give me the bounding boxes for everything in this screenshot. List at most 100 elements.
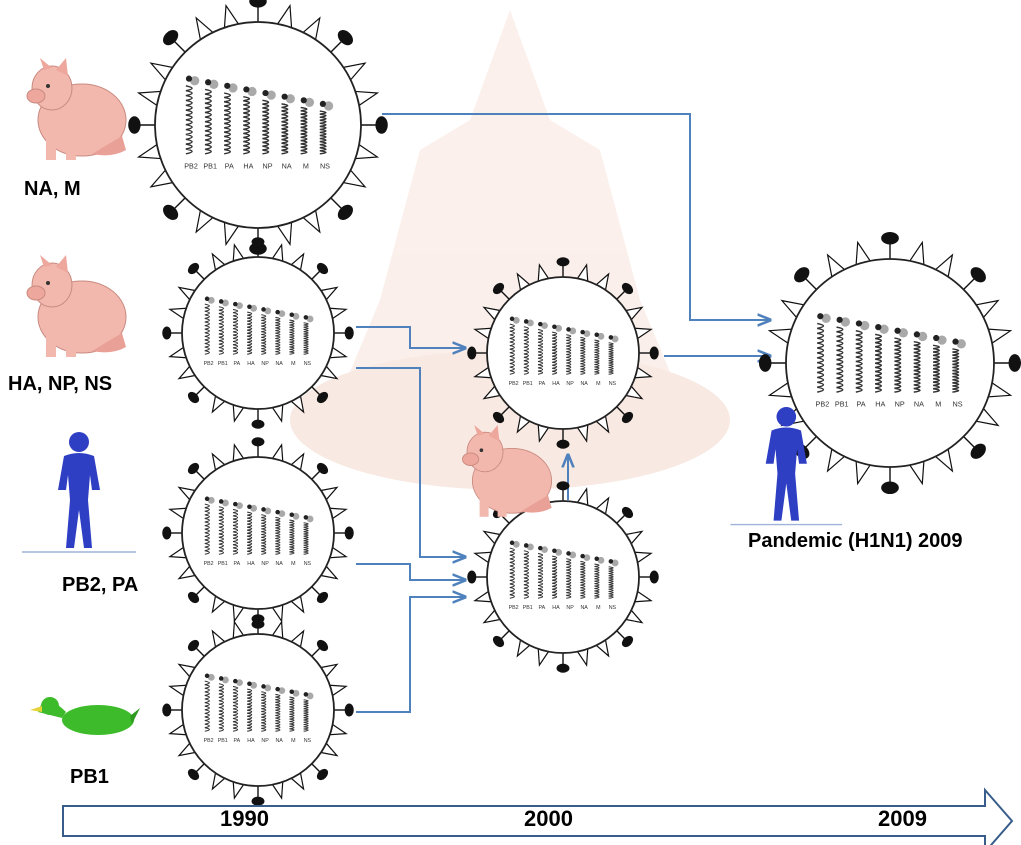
rna-segment-pb2: PB2 [204, 496, 215, 567]
rna-segment-pa: PA [232, 678, 243, 744]
segment-label: M [291, 361, 295, 367]
timeline-arrow [62, 787, 1014, 845]
segment-label: NA [275, 361, 283, 367]
segment-label: HA [552, 605, 560, 611]
segment-label: PB2 [204, 738, 214, 744]
segment-label: PB1 [835, 400, 849, 409]
segment-label: PB2 [816, 400, 830, 409]
rna-segment-pb1: PB1 [218, 499, 229, 567]
segment-label: NS [304, 738, 312, 744]
segment-label: NS [304, 361, 312, 367]
rna-segment-ha: HA [243, 86, 257, 170]
rna-segment-na: NA [281, 93, 295, 170]
rna-segment-pb1: PB1 [218, 299, 229, 367]
rna-segment-np: NP [566, 551, 577, 611]
segment-label: M [303, 161, 309, 170]
segment-label: NA [914, 400, 924, 409]
arrow-duck-to-triple [356, 597, 465, 713]
rna-segment-pa: PA [232, 301, 243, 367]
pig-icon-center [462, 425, 553, 517]
rna-segment-ha: HA [247, 504, 258, 567]
rna-segment-ns: NS [303, 692, 314, 744]
segment-label: NP [261, 361, 269, 367]
pig-icon-top [26, 58, 127, 160]
rna-segment-ns: NS [303, 515, 314, 567]
watermark-emblem [290, 10, 730, 490]
segment-label: PB1 [218, 561, 228, 567]
rna-segment-pa: PA [232, 501, 243, 567]
rna-segment-pb2: PB2 [204, 296, 215, 367]
rna-segment-na: NA [275, 509, 286, 567]
rna-segment-na: NA [580, 553, 591, 611]
arrow-pig-mid-to-reassortant [356, 326, 465, 348]
rna-segment-m: M [289, 689, 300, 744]
virus-pandemic-h1n1: PB2 PB1 PA HA NP NA M NS [758, 231, 1021, 495]
year-2009: 2009 [878, 806, 927, 831]
segment-label: NA [580, 605, 588, 611]
rna-segment-ns: NS [303, 315, 314, 367]
rna-segment-pb2: PB2 [204, 673, 215, 744]
rna-segment-pb1: PB1 [203, 79, 219, 170]
segment-label: PB1 [523, 605, 533, 611]
segment-label: NA [282, 161, 292, 170]
rna-segment-na: NA [275, 309, 286, 367]
segment-label: NS [609, 605, 617, 611]
segment-label: PB2 [204, 361, 214, 367]
year-1990: 1990 [220, 806, 269, 831]
segment-label: PA [233, 561, 240, 567]
segment-label: PB2 [204, 561, 214, 567]
segment-label: HA [247, 361, 255, 367]
rna-segment-pb2: PB2 [509, 540, 520, 611]
duck-icon [30, 697, 140, 735]
segment-label: M [935, 400, 941, 409]
year-2000: 2000 [524, 806, 573, 831]
segment-label: PB1 [218, 361, 228, 367]
rna-segment-pa: PA [537, 545, 548, 611]
rna-segment-pb2: PB2 [184, 75, 200, 170]
rna-segment-np: NP [262, 89, 276, 170]
segment-label: NS [953, 400, 963, 409]
rna-segment-m: M [289, 512, 300, 567]
human-silhouette-icon-left [22, 432, 136, 553]
label-pandemic: Pandemic (H1N1) 2009 [748, 530, 963, 552]
rna-segment-pa: PA [537, 321, 548, 387]
segment-label: PA [538, 381, 545, 387]
segment-label: HA [247, 738, 255, 744]
rna-segment-m: M [594, 556, 605, 611]
segment-label: M [596, 381, 600, 387]
rna-segment-np: NP [894, 327, 908, 409]
rna-segment-na: NA [275, 686, 286, 744]
segment-label: HA [875, 400, 885, 409]
segment-label: HA [552, 381, 560, 387]
rna-segment-np: NP [261, 307, 272, 367]
segment-label: PA [856, 400, 865, 409]
pig-icon-mid [26, 255, 127, 357]
segment-label: HA [247, 561, 255, 567]
rna-segment-pb1: PB1 [835, 316, 851, 409]
segment-label: NA [275, 561, 283, 567]
rna-segment-m: M [289, 312, 300, 367]
segment-label: NP [261, 738, 269, 744]
segment-label: NA [580, 381, 588, 387]
rna-segment-np: NP [261, 507, 272, 567]
rna-segment-ha: HA [247, 681, 258, 744]
label-pig-mid: HA, NP, NS [8, 373, 113, 395]
rna-segment-na: NA [913, 331, 928, 409]
rna-segment-ha: HA [247, 304, 258, 367]
segment-label: NA [275, 738, 283, 744]
rna-segment-ns: NS [608, 559, 619, 611]
segment-label: PB2 [509, 381, 519, 387]
host-icons [22, 58, 843, 735]
segment-label: NP [261, 561, 269, 567]
segment-label: NP [263, 161, 273, 170]
segment-label: HA [243, 161, 253, 170]
rna-segment-ha: HA [552, 324, 563, 387]
segment-label: PB2 [184, 161, 198, 170]
segment-label: PA [233, 361, 240, 367]
rna-segment-np: NP [261, 684, 272, 744]
segment-label: PB1 [203, 161, 217, 170]
segment-label: M [596, 605, 600, 611]
